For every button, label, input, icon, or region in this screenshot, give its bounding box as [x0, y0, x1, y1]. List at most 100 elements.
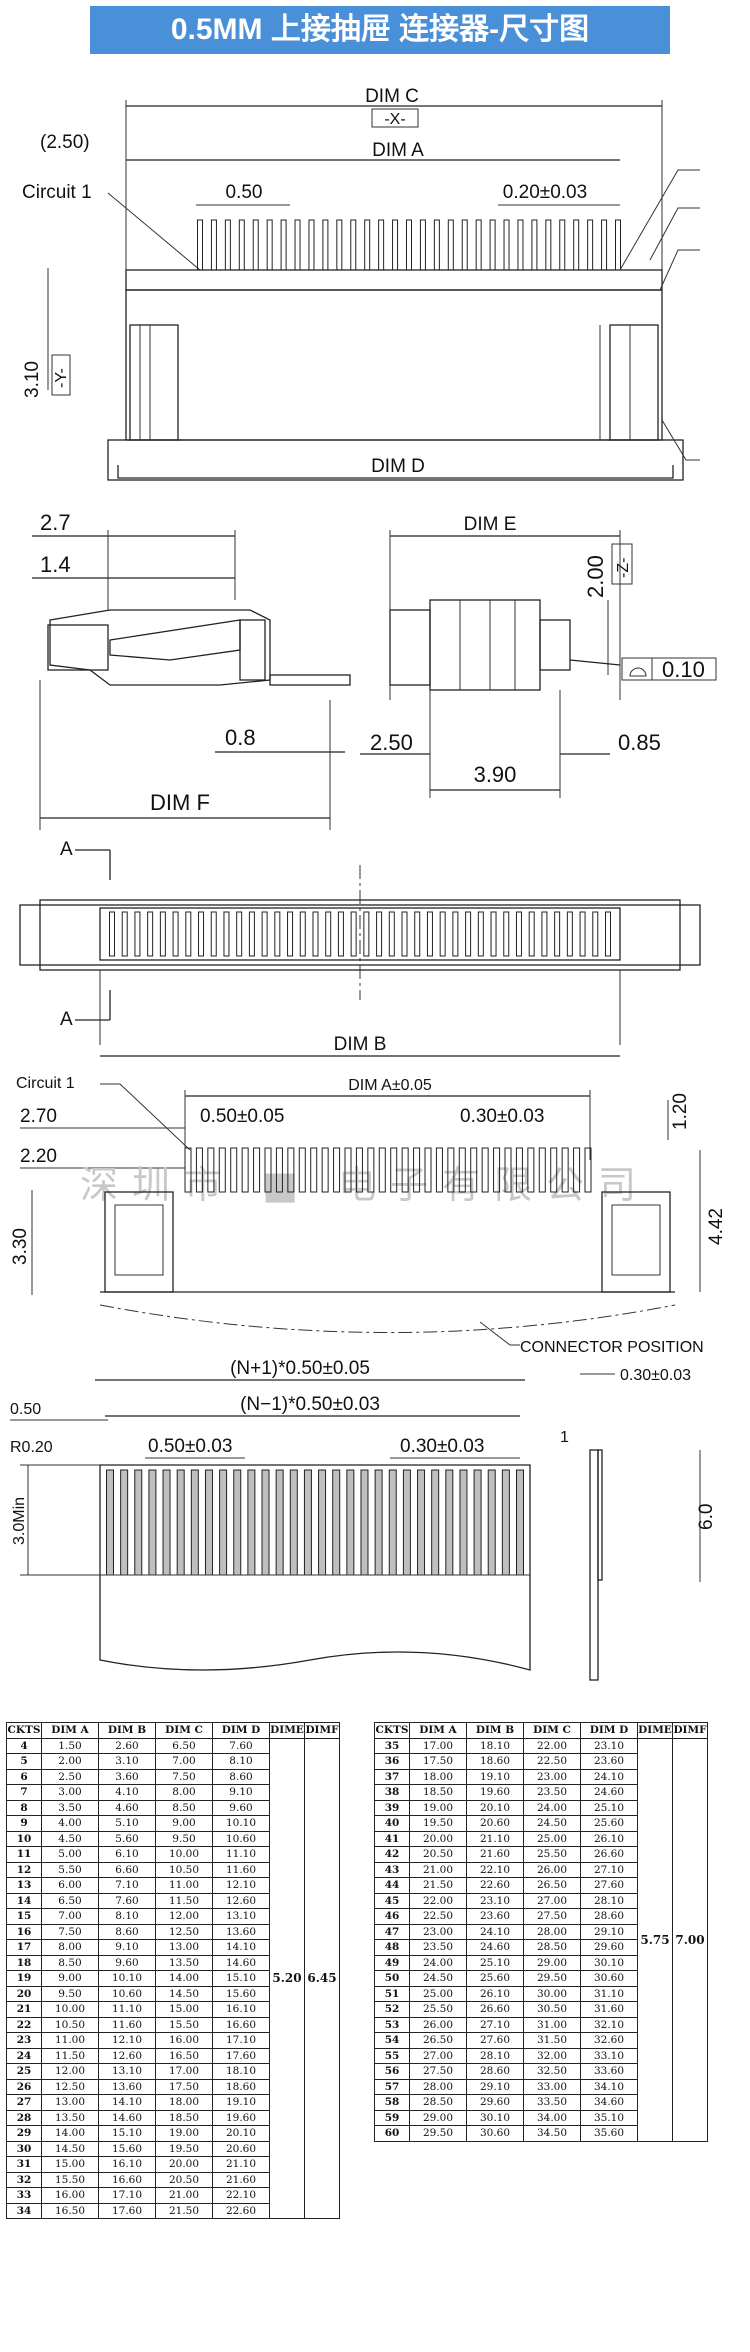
table-cell: 26.50 — [523, 1877, 581, 1894]
contact-pin — [452, 911, 459, 957]
table-cell: 26.10 — [580, 1830, 638, 1847]
conductor — [148, 1469, 157, 1576]
table-cell: 4 — [6, 1737, 42, 1754]
table-cell: 2.00 — [41, 1753, 99, 1770]
table-cell: 18.00 — [155, 2094, 213, 2111]
table-header-cell: CKTS — [6, 1722, 42, 1739]
table-cell: 58 — [374, 2094, 410, 2111]
table-cell: 7.60 — [212, 1737, 270, 1754]
table-cell: 25.00 — [409, 1985, 467, 2002]
ffc-cable-drawing: (N+1)*0.50±0.05 (N−1)*0.50±0.03 0.50 R0.… — [10, 1358, 717, 1681]
dim-e-label: DIM E — [464, 514, 517, 535]
table-cell: 9.10 — [212, 1784, 270, 1801]
table-cell: 13.00 — [41, 2094, 99, 2111]
table-cell: 20.60 — [466, 1815, 524, 1832]
table-cell: 5 — [6, 1753, 42, 1770]
conductor — [120, 1469, 129, 1576]
table-cell: 3.50 — [41, 1799, 99, 1816]
pad — [424, 1147, 432, 1193]
table-cell: 28.60 — [580, 1908, 638, 1925]
contact-pin — [172, 911, 179, 957]
table-header-cell: DIME — [637, 1722, 673, 1739]
dim-a-label: DIM A — [372, 140, 424, 161]
contact-pin — [528, 911, 535, 957]
table-cell: 55 — [374, 2047, 410, 2064]
contact-pin — [545, 219, 552, 271]
table-cell: 20 — [6, 1985, 42, 2002]
side-view-drawing: 2.7 1.4 0.8 DIM F DIM E 2.00 -Z- 0.10 2.… — [32, 510, 717, 830]
table-cell: 21.60 — [466, 1846, 524, 1863]
table-header-cell: DIMF — [304, 1722, 340, 1739]
pad — [538, 1147, 546, 1193]
table-cell: 32.10 — [580, 2016, 638, 2033]
table-cell: 19.60 — [212, 2109, 270, 2126]
table-cell: 7.00 — [155, 1753, 213, 1770]
table-cell: 21.50 — [155, 2202, 213, 2219]
table-cell: 17.10 — [212, 2032, 270, 2049]
contact-pin — [197, 219, 203, 271]
contact-pin — [378, 219, 385, 271]
table-cell: 11.10 — [98, 2001, 156, 2018]
pad — [195, 1147, 203, 1193]
contact-pin — [294, 219, 301, 271]
dim-f-label: DIM F — [150, 790, 210, 815]
height-label: 3.10 — [22, 361, 43, 398]
table-cell: 14.60 — [212, 1954, 270, 1971]
side-tol-label: 0.30±0.03 — [620, 1367, 691, 1384]
conductor — [219, 1469, 228, 1576]
conductor — [261, 1469, 270, 1576]
dim-f-value: 6.45 — [304, 1737, 340, 2219]
table-cell: 53 — [374, 2016, 410, 2033]
contact-pin — [477, 911, 484, 957]
n-minus-label: (N−1)*0.50±0.03 — [240, 1394, 380, 1415]
table-cell: 24.10 — [466, 1923, 524, 1940]
table-cell: 29.10 — [580, 1923, 638, 1940]
table-cell: 29.50 — [409, 2125, 467, 2142]
table-cell: 28.50 — [523, 1939, 581, 1956]
conductor — [487, 1469, 496, 1576]
table-cell: 22.60 — [466, 1877, 524, 1894]
table-cell: 27 — [6, 2094, 42, 2111]
table-cell: 14.50 — [155, 1985, 213, 2002]
table-cell: 11.00 — [41, 2032, 99, 2049]
table-cell: 33 — [6, 2187, 42, 2204]
conductor — [303, 1469, 312, 1576]
table-cell: 29.60 — [466, 2094, 524, 2111]
conductor — [289, 1469, 298, 1576]
table-cell: 43 — [374, 1861, 410, 1878]
table-cell: 9.00 — [41, 1970, 99, 1987]
table-cell: 12 — [6, 1861, 42, 1878]
table-cell: 22.00 — [409, 1892, 467, 1909]
contact-pin — [274, 911, 281, 957]
table-cell: 13.50 — [41, 2109, 99, 2126]
table-cell: 16 — [6, 1923, 42, 1940]
table-cell: 24.60 — [466, 1939, 524, 1956]
table-cell: 9 — [6, 1815, 42, 1832]
table-cell: 34.10 — [580, 2078, 638, 2095]
conductor — [431, 1469, 440, 1576]
table-cell: 32.60 — [580, 2032, 638, 2049]
table-cell: 33.10 — [580, 2047, 638, 2064]
dim-3-30-label: 3.30 — [10, 1228, 31, 1265]
n-plus-label: (N+1)*0.50±0.05 — [230, 1358, 370, 1379]
dim-1-4-label: 1.4 — [40, 552, 71, 577]
conductor — [516, 1469, 524, 1576]
pad — [367, 1147, 375, 1193]
table-cell: 35 — [374, 1737, 410, 1754]
table-cell: 13.00 — [155, 1939, 213, 1956]
contact-pin — [121, 911, 128, 957]
table-cell: 25.10 — [580, 1799, 638, 1816]
table-cell: 19.60 — [466, 1784, 524, 1801]
table-cell: 25.60 — [466, 1970, 524, 1987]
pad — [275, 1147, 283, 1193]
top-view-drawing: A A DIM B — [19, 839, 701, 1057]
